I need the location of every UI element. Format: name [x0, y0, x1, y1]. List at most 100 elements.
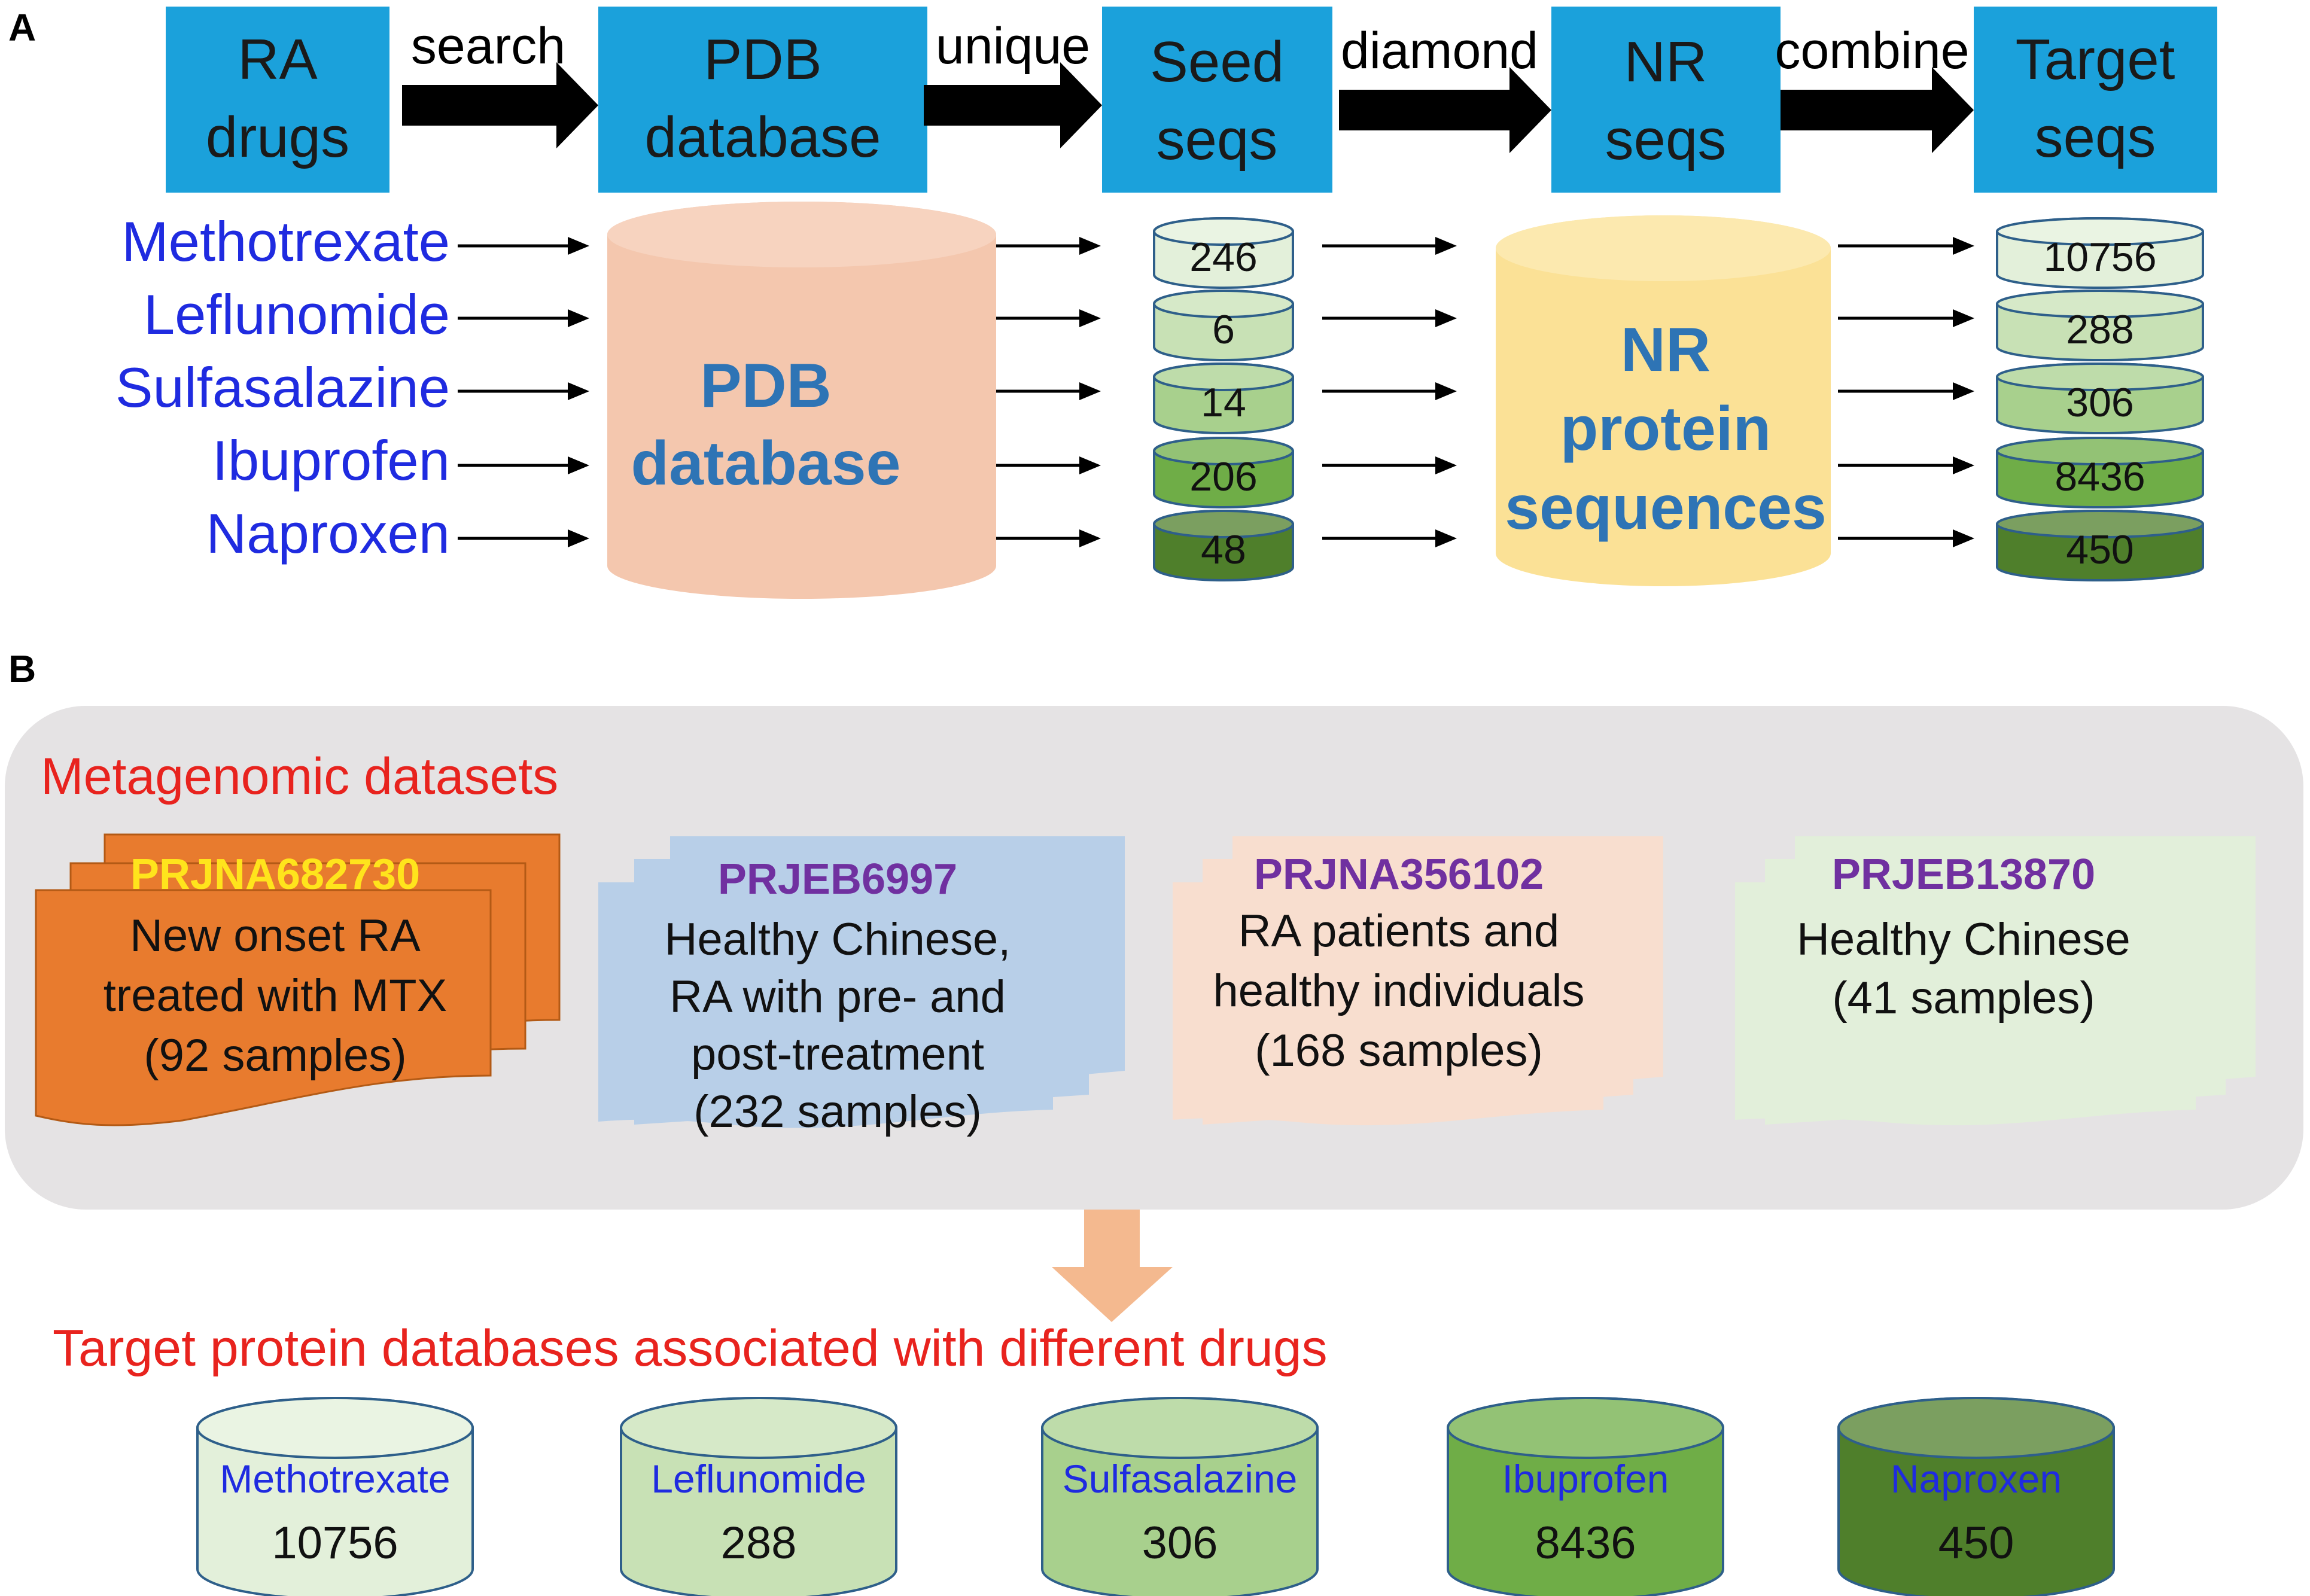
cylinder-count: 14: [1201, 380, 1246, 425]
small-arrow-head: [1079, 237, 1101, 255]
cylinder-count: 6: [1212, 307, 1235, 352]
database-cylinder: Ibuprofen 8436: [1447, 1397, 1724, 1596]
arrow-combine: combine: [1775, 22, 1974, 153]
header-box-line1: NR: [1624, 30, 1708, 94]
cylinder-count: 306: [2066, 380, 2134, 425]
dataset-desc-line: (168 samples): [1255, 1025, 1543, 1076]
header-box-line1: PDB: [704, 28, 821, 92]
dataset-id: PRJNA682730: [130, 851, 420, 898]
drug-label-ibuprofen: Ibuprofen: [212, 429, 450, 492]
header-box-line2: database: [644, 105, 881, 169]
small-arrow-head: [1079, 529, 1101, 547]
seed-cylinder: 48: [1153, 510, 1294, 581]
header-box-line1: RA: [238, 28, 317, 92]
small-arrow-head: [1435, 382, 1457, 400]
datasets-panel: [5, 706, 2303, 1210]
database-name: Naproxen: [1891, 1457, 2062, 1501]
datasets-title: Metagenomic datasets: [41, 748, 558, 805]
dataset-desc-line: Healthy Chinese: [1797, 914, 2131, 965]
target-protein-database-cylinders: Methotrexate 10756 Leflunomide 288 Sulfasala…: [196, 1397, 2115, 1596]
dataset-desc-line: (41 samples): [1832, 973, 2095, 1024]
small-arrow-head: [568, 529, 589, 547]
target-sequence-cylinders: 10756 288 306 8436 450: [1996, 217, 2204, 581]
database-name: Leflunomide: [651, 1457, 866, 1501]
arrow-search: search: [402, 17, 598, 148]
pdb-cylinder-line2: database: [631, 429, 901, 498]
header-box-line2: seqs: [1156, 108, 1278, 172]
databases-title: Target protein databases associated with…: [53, 1320, 1328, 1377]
header-box-line1: Seed: [1150, 30, 1284, 94]
drug-label-naproxen: Naproxen: [206, 502, 450, 565]
dataset-desc-line: treated with MTX: [104, 970, 447, 1021]
seed-cylinder: 246: [1153, 217, 1294, 289]
nr-protein-sequences-cylinder: NR protein sequences: [1496, 215, 1831, 586]
seed-cylinder: 206: [1153, 437, 1294, 508]
database-count: 450: [1938, 1518, 2014, 1568]
database-count: 10756: [272, 1518, 398, 1568]
header-box-seed-seqs: Seed seqs: [1102, 7, 1332, 193]
dataset-id: PRJEB6997: [718, 855, 957, 903]
pdb-database-cylinder: PDB database: [607, 202, 996, 599]
small-arrow-head: [1953, 529, 1974, 547]
down-arrow: [1052, 1210, 1173, 1322]
small-arrow-head: [1435, 529, 1457, 547]
cylinder-count: 246: [1189, 234, 1257, 280]
database-name: Methotrexate: [220, 1457, 450, 1501]
cylinder-count: 10756: [2043, 234, 2156, 280]
dataset-desc-line: post-treatment: [691, 1029, 984, 1080]
header-box-line2: seqs: [1605, 108, 1727, 172]
dataset-document-prjeb6997: PRJEB6997 Healthy Chinese, RA with pre- …: [598, 836, 1125, 1137]
header-box-nr-seqs: NR seqs: [1551, 7, 1781, 193]
target-cylinder: 8436: [1996, 437, 2204, 508]
seed-sequence-cylinders: 246 6 14 206 48: [1153, 217, 1294, 581]
small-arrow-head: [1079, 382, 1101, 400]
dataset-desc-line: RA with pre- and: [669, 971, 1006, 1022]
cylinder-count: 48: [1201, 527, 1246, 572]
arrow-unique: unique: [924, 17, 1102, 148]
dataset-desc-line: RA patients and: [1238, 906, 1560, 957]
dataset-desc-line: Healthy Chinese,: [665, 914, 1011, 965]
small-arrow-head: [568, 237, 589, 255]
small-arrow-head: [1953, 309, 1974, 327]
seed-cylinder: 6: [1153, 290, 1294, 361]
pdb-cylinder-line1: PDB: [700, 351, 832, 421]
dataset-desc-line: (92 samples): [144, 1030, 406, 1081]
small-arrow-head: [1953, 456, 1974, 474]
dataset-desc-line: healthy individuals: [1213, 965, 1584, 1016]
small-arrows: [458, 237, 1974, 547]
cylinder-count: 206: [1189, 454, 1257, 499]
database-cylinder: Naproxen 450: [1837, 1397, 2115, 1596]
seed-cylinder: 14: [1153, 363, 1294, 434]
database-count: 288: [721, 1518, 797, 1568]
dataset-document-prjna682730: PRJNA682730 New onset RA treated with MT…: [35, 833, 561, 1126]
header-box-ra-drugs: RA drugs: [166, 7, 389, 193]
small-arrow-head: [1953, 382, 1974, 400]
arrow-label: search: [411, 17, 565, 75]
database-cylinder: Leflunomide 288: [620, 1397, 897, 1596]
small-arrow-head: [1953, 237, 1974, 255]
arrow-diamond: diamond: [1339, 22, 1551, 153]
target-cylinder: 450: [1996, 510, 2204, 581]
dataset-desc-line: (232 samples): [693, 1086, 982, 1137]
database-name: Ibuprofen: [1502, 1457, 1669, 1501]
database-count: 8436: [1535, 1518, 1636, 1568]
target-cylinder: 10756: [1996, 217, 2204, 289]
arrow-label: unique: [936, 17, 1090, 75]
dataset-id: PRJEB13870: [1832, 851, 2095, 898]
small-arrow-head: [568, 382, 589, 400]
cylinder-count: 8436: [2055, 454, 2145, 499]
cylinder-count: 450: [2066, 527, 2134, 572]
cylinder-count: 288: [2066, 307, 2134, 352]
header-box-line1: Target: [2016, 28, 2175, 92]
drug-label-methotrexate: Methotrexate: [121, 210, 450, 273]
dataset-id: PRJNA356102: [1254, 851, 1544, 898]
dataset-document-prjna356102: PRJNA356102 RA patients and healthy indi…: [1173, 836, 1663, 1126]
header-box-pdb-database: PDB database: [598, 7, 927, 193]
header-box-target-seqs: Target seqs: [1974, 7, 2217, 193]
database-count: 306: [1142, 1518, 1218, 1568]
drug-label-leflunomide: Leflunomide: [144, 283, 450, 346]
panel-b-label: B: [8, 647, 36, 690]
nr-cylinder-line2: protein: [1560, 394, 1771, 464]
